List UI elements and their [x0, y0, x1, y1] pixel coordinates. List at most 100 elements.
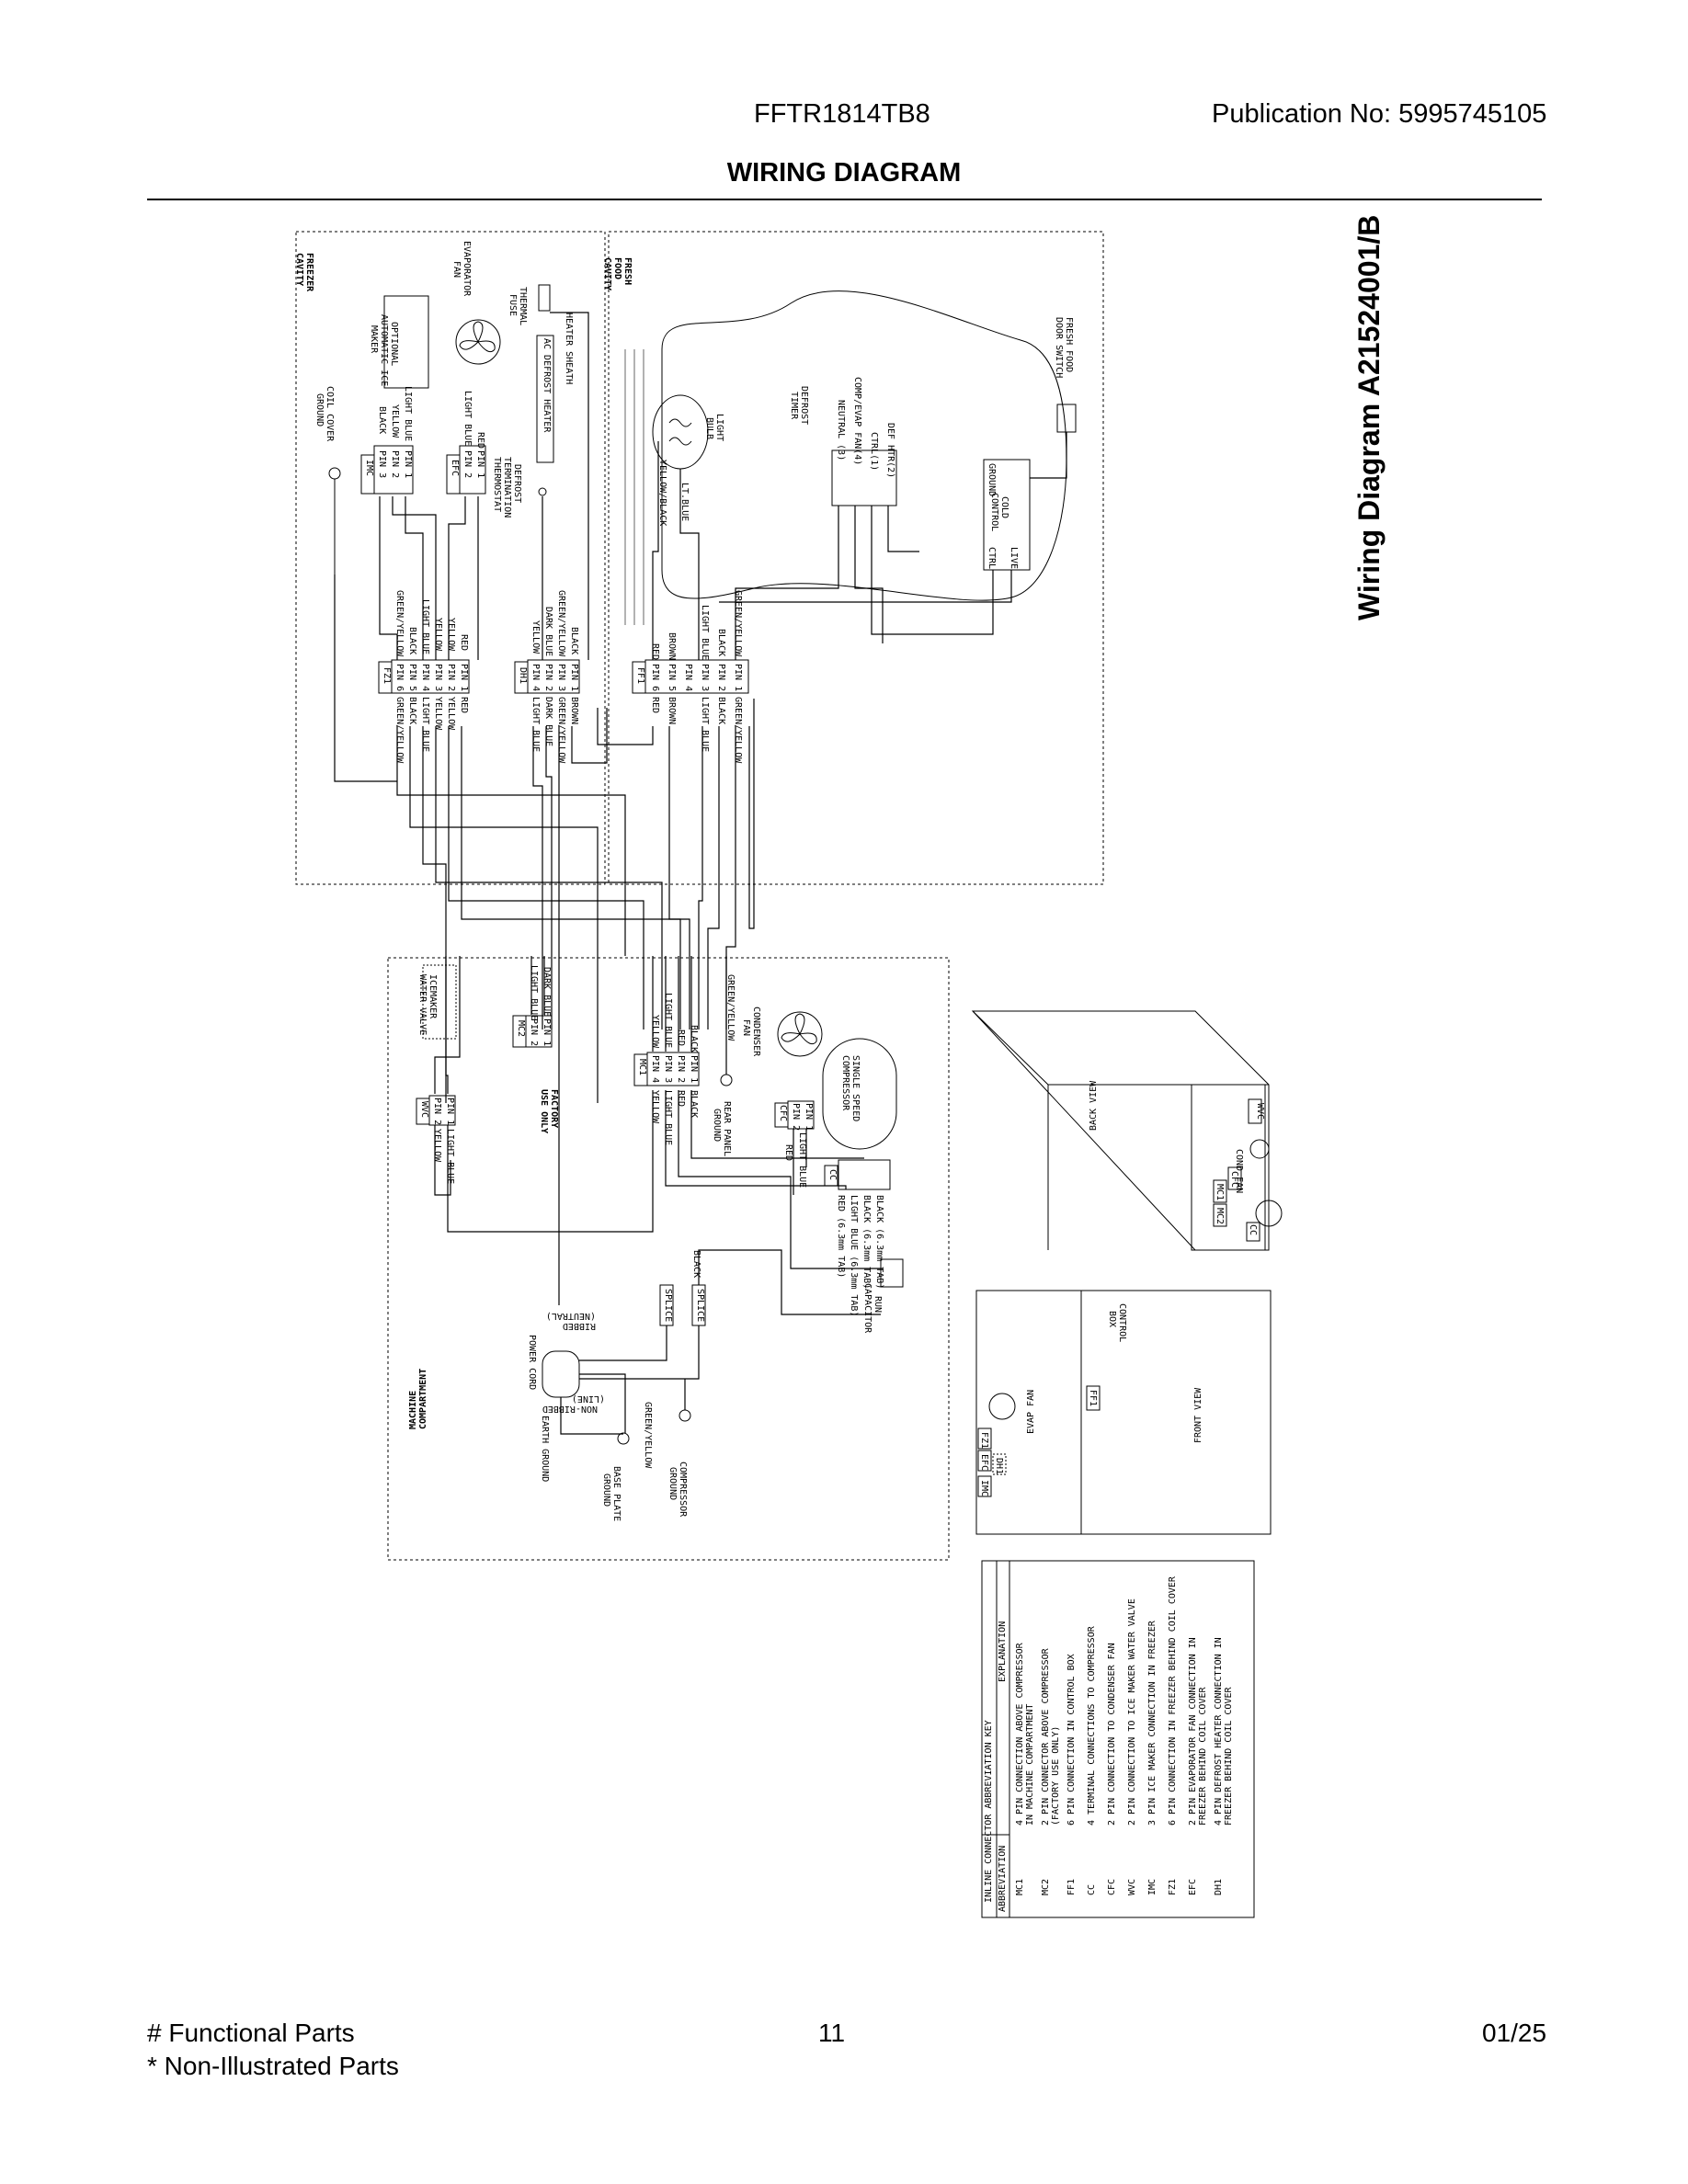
svg-text:CFC: CFC [778, 1105, 788, 1121]
svg-text:PIN 4: PIN 4 [683, 664, 693, 691]
mc2-connector: MC2 PIN 2 PIN 1 LIGHT BLUE DARK BLUE [512, 965, 553, 1048]
svg-text:PIN 1: PIN 1 [403, 450, 413, 478]
factory-use-only-label: FACTORYUSE ONLY [539, 1089, 559, 1133]
svg-text:COMPRESSORGROUND: COMPRESSORGROUND [667, 1462, 688, 1518]
svg-text:BLACK: BLACK [569, 627, 579, 654]
svg-text:BLACK: BLACK [716, 629, 726, 656]
svg-text:PIN 1: PIN 1 [689, 1055, 699, 1083]
single-speed-compressor: SINGLE SPEEDCOMPRESSOR [822, 1038, 897, 1150]
svg-text:NEUTRAL (3): NEUTRAL (3) [836, 400, 846, 461]
svg-text:EFC: EFC [979, 1454, 989, 1471]
svg-text:PIN 4: PIN 4 [420, 664, 430, 691]
defrost-heater: AC DEFROST HEATER HEATER SHEATH [536, 313, 574, 463]
rear-panel-ground: GREEN/YELLOW REAR PANELGROUND [712, 974, 736, 1156]
svg-text:FRONT VIEW: FRONT VIEW [1193, 1387, 1203, 1443]
svg-text:CONTROLBOX: CONTROLBOX [1107, 1303, 1127, 1342]
svg-text:LT.BLUE: LT.BLUE [679, 483, 690, 521]
svg-text:YELLOW/BLACK: YELLOW/BLACK [657, 460, 667, 526]
svg-text:LIGHT BLUE: LIGHT BLUE [462, 391, 473, 446]
svg-text:EVAPORATORFAN: EVAPORATORFAN [451, 241, 472, 297]
svg-text:REAR PANELGROUND: REAR PANELGROUND [712, 1101, 732, 1156]
svg-text:MC1: MC1 [637, 1059, 647, 1075]
model-number: FFTR1814TB8 [754, 99, 930, 129]
svg-text:EFC: EFC [450, 460, 460, 476]
svg-text:PIN 4: PIN 4 [650, 1055, 660, 1083]
svg-text:GREEN/YELLOW: GREEN/YELLOW [556, 697, 566, 764]
dh1-connector: DH1 PIN 4 PIN 2 PIN 3 PIN 1 YELLOW DARK … [514, 590, 580, 764]
svg-text:COMP/EVAP FAN(4): COMP/EVAP FAN(4) [852, 377, 862, 465]
svg-text:PIN 6: PIN 6 [394, 664, 405, 691]
svg-text:DEFROSTTERMINATIONTHERMOSTAT: DEFROSTTERMINATIONTHERMOSTAT [492, 457, 522, 518]
machine-wires [434, 956, 883, 1435]
svg-text:YELLOW: YELLOW [446, 618, 456, 652]
cold-control: COLDCONTROL GROUND CTRL LIVE [983, 459, 1031, 571]
svg-text:FRESH FOODDOOR SWITCH: FRESH FOODDOOR SWITCH [1054, 317, 1074, 378]
svg-text:GREEN/YELLOW: GREEN/YELLOW [394, 590, 405, 657]
svg-text:LIGHT BLUE: LIGHT BLUE [700, 697, 710, 752]
abbreviation-mc1: MC1 [1015, 1879, 1025, 1895]
svg-text:DEF HTR(2): DEF HTR(2) [885, 423, 895, 478]
svg-text:LIGHT BLUE (6.3mm TAB): LIGHT BLUE (6.3mm TAB) [849, 1195, 859, 1316]
explanation-imc-line-1: 3 PIN ICE MAKER CONNECTION IN FREEZER [1147, 1620, 1158, 1826]
icemaker-water-valve: ICEMAKERWATER VALVE [417, 964, 457, 1040]
svg-text:FF1: FF1 [635, 667, 645, 684]
svg-text:IMC: IMC [364, 460, 374, 476]
power-cord: POWER CORD RIBBED(NEUTRAL) NON-RIBBED(LI… [527, 1311, 605, 1482]
explanation-mc2-line-1: 2 PIN CONNECTOR ABOVE COMPRESSOR [1041, 1647, 1051, 1826]
base-plate-ground: GREEN/YELLOW BASE PLATEGROUND [601, 1402, 653, 1521]
svg-text:SPLICE: SPLICE [695, 1289, 705, 1322]
svg-text:FACTORYUSE ONLY: FACTORYUSE ONLY [539, 1089, 559, 1133]
svg-text:ABBREVIATION: ABBREVIATION [998, 1846, 1008, 1912]
svg-text:FZ1: FZ1 [382, 667, 392, 684]
svg-text:WVC: WVC [419, 1101, 429, 1118]
svg-text:FF1: FF1 [1088, 1390, 1098, 1406]
svg-text:LIGHT BLUE: LIGHT BLUE [530, 697, 541, 752]
wiring-diagram-id: Wiring Diagram A21524001/B [1352, 215, 1386, 620]
svg-text:BLACK: BLACK [716, 697, 726, 724]
cabinet-liner-outline [661, 290, 1067, 601]
svg-text:PIN 2: PIN 2 [676, 1055, 686, 1083]
svg-text:MC1: MC1 [1215, 1184, 1225, 1200]
imc-connector: IMC PIN 3 PIN 2 PIN 1 BLACK YELLOW LIGHT… [360, 386, 414, 495]
header-rule [147, 199, 1542, 200]
svg-text:RED: RED [783, 1144, 793, 1161]
svg-text:RED: RED [676, 1029, 686, 1046]
svg-text:SINGLE SPEEDCOMPRESSOR: SINGLE SPEEDCOMPRESSOR [840, 1055, 861, 1121]
cfc-connector: CFC PIN 2 PIN 1 RED LIGHT BLUE [774, 1100, 815, 1188]
svg-text:DARK BLUE: DARK BLUE [542, 967, 552, 1017]
svg-text:GREEN/YELLOW: GREEN/YELLOW [394, 697, 405, 764]
svg-text:CTRL: CTRL [987, 547, 997, 569]
svg-text:BLACK: BLACK [377, 406, 387, 434]
page-title: WIRING DIAGRAM [726, 158, 962, 188]
explanation-ff1-line-1: 6 PIN CONNECTION IN CONTROL BOX [1066, 1654, 1077, 1826]
svg-text:BLACK (6.3mm TAB): BLACK (6.3mm TAB) [861, 1195, 872, 1289]
svg-text:PIN 2: PIN 2 [529, 1018, 539, 1046]
abbreviation-cc: CC [1087, 1884, 1097, 1895]
svg-text:COIL COVERGROUND: COIL COVERGROUND [314, 386, 335, 442]
svg-text:DEFROSTTIMER: DEFROSTTIMER [789, 386, 809, 425]
svg-text:PIN 2: PIN 2 [462, 450, 473, 478]
svg-text:YELLOW: YELLOW [432, 1129, 442, 1163]
explanation-efc-line-1: 2 PIN EVAPORATOR FAN CONNECTION IN [1188, 1637, 1198, 1826]
explanation-wvc-line-1: 2 PIN CONNECTION TO ICE MAKER WATER VALV… [1127, 1598, 1137, 1826]
svg-text:NON-RIBBED(LINE): NON-RIBBED(LINE) [542, 1393, 605, 1414]
abbreviation-dh1: DH1 [1214, 1879, 1224, 1895]
svg-text:PIN 1: PIN 1 [459, 664, 469, 691]
svg-text:GREEN/YELLOW: GREEN/YELLOW [733, 697, 743, 764]
thermal-fuse: THERMALFUSE [508, 284, 551, 325]
page-number: 11 [818, 2019, 846, 2047]
svg-text:DARK BLUE: DARK BLUE [543, 607, 553, 656]
svg-text:PIN 1: PIN 1 [445, 1098, 455, 1125]
svg-text:PIN 3: PIN 3 [556, 664, 566, 691]
front-view: FRONT VIEW CONTROLBOX FF1 EVAP FAN FZ1 E… [975, 1290, 1272, 1535]
machine-compartment-label: MACHINECOMPARTMENT [408, 1369, 428, 1429]
functional-parts-note: # Functional Parts [147, 2019, 355, 2047]
back-view: BACK VIEW WVC COND FAN CFC MC1 MC2 CC [971, 1010, 1283, 1251]
svg-text:PIN 2: PIN 2 [432, 1098, 442, 1125]
svg-text:DARK BLUE: DARK BLUE [543, 697, 553, 746]
publication-number: Publication No: 5995745105 [1212, 99, 1547, 129]
machine-compartment-boundary [387, 957, 950, 1561]
svg-text:YELLOW: YELLOW [650, 1090, 660, 1124]
